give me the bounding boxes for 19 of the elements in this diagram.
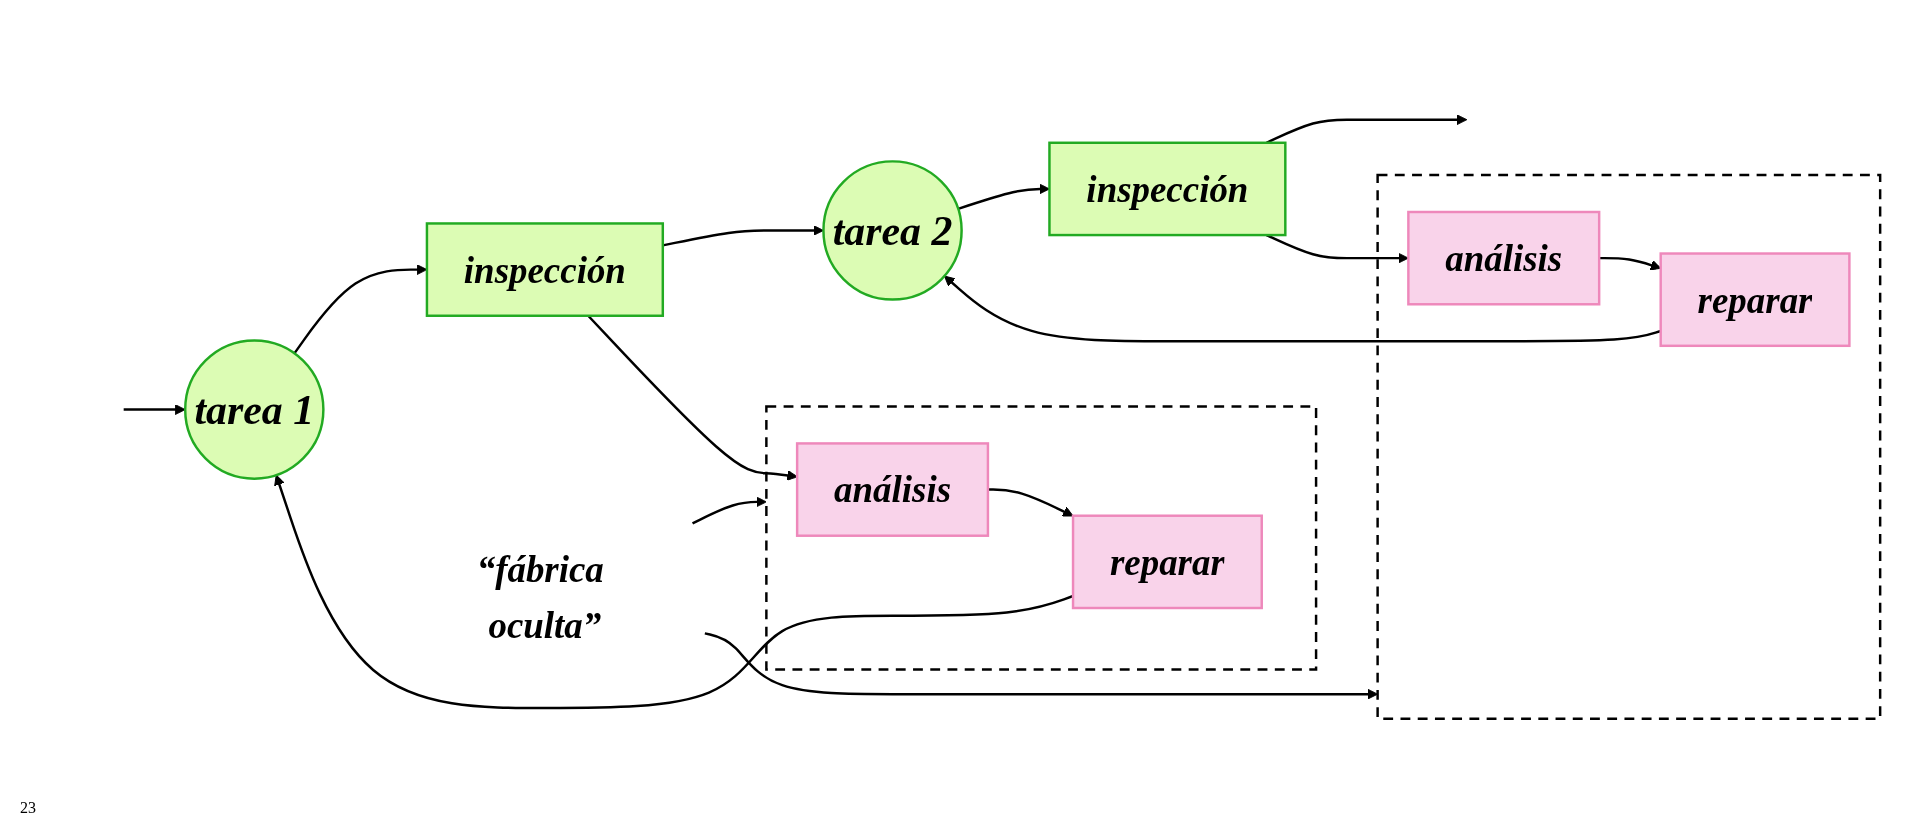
arrow <box>692 496 767 525</box>
node-circle: tarea 2 <box>822 160 963 301</box>
node-box: inspección <box>1048 141 1287 237</box>
arrow <box>704 632 1379 700</box>
node-box: reparar <box>1659 252 1851 348</box>
arrow <box>123 404 186 415</box>
cluster <box>1376 173 1882 720</box>
node-text: “fábrica oculta” <box>476 549 604 646</box>
node-circle: tarea 1 <box>184 339 325 480</box>
arrow <box>987 488 1074 517</box>
arrow <box>957 183 1050 210</box>
node-box: análisis <box>1407 210 1601 306</box>
page-number: 23 <box>20 799 36 816</box>
node-box: inspección <box>425 222 665 317</box>
node-box: análisis <box>795 442 990 537</box>
arrow <box>662 225 824 247</box>
node-box: reparar <box>1071 514 1263 610</box>
arrow <box>274 474 1074 710</box>
cluster <box>765 405 1318 671</box>
